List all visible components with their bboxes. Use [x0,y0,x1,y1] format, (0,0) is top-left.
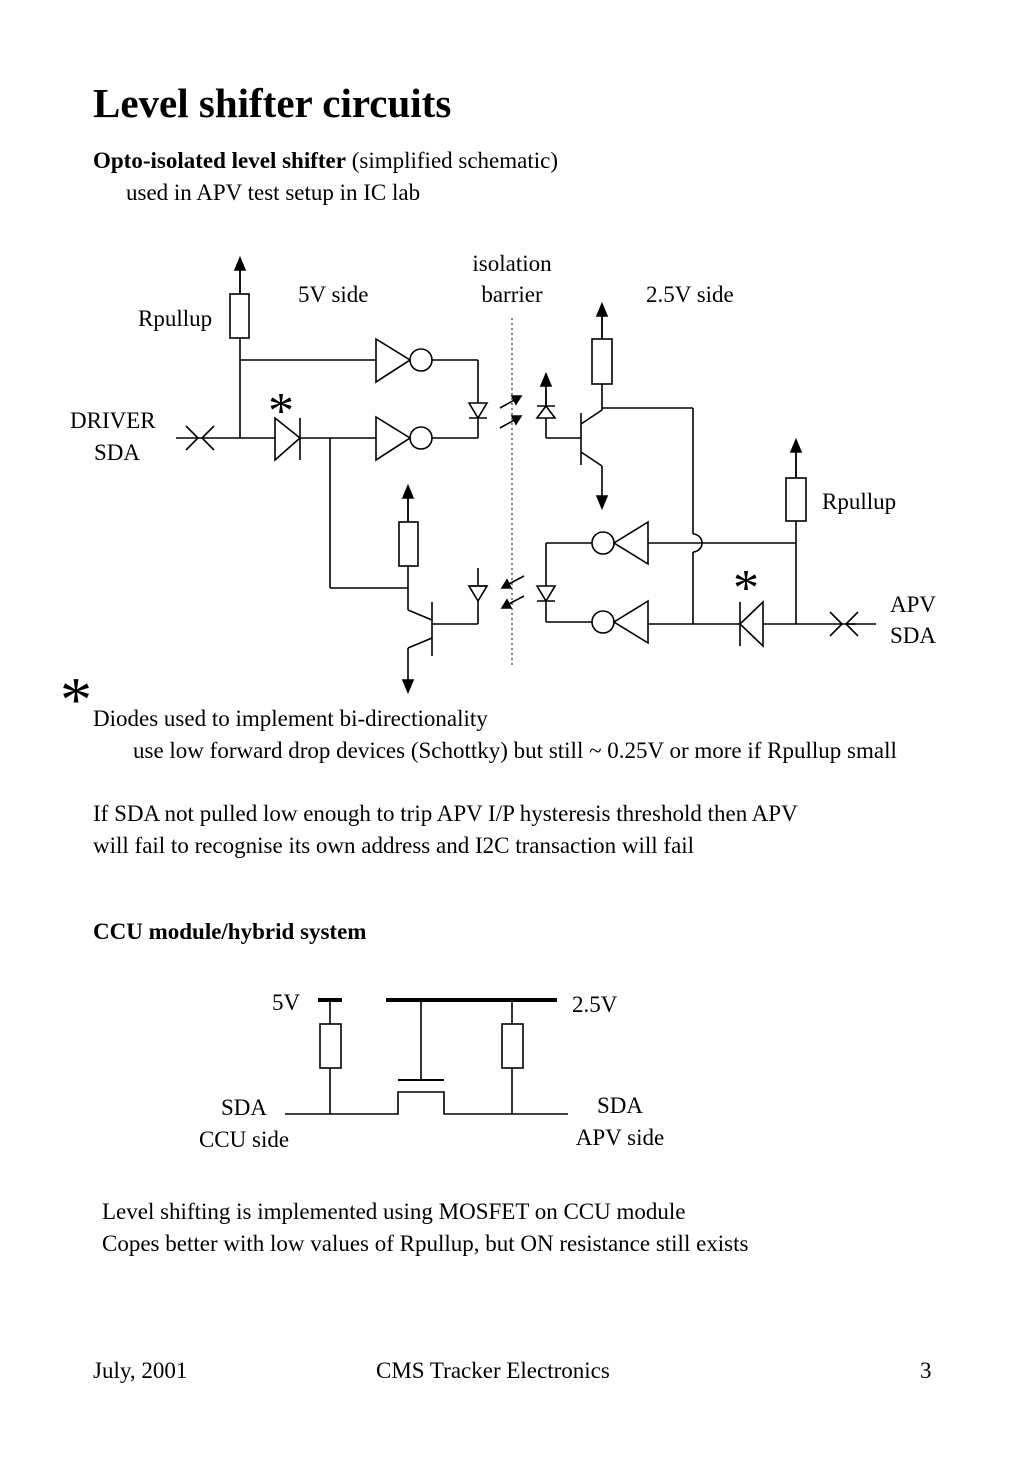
apv-side-label: APV side [576,1125,664,1150]
footer-page-number: 3 [920,1358,932,1383]
section-heading-rest: (simplified schematic) [345,148,559,173]
fail-line-1: If SDA not pulled low enough to trip APV… [93,801,798,826]
diode-star-left: * [268,383,294,440]
v25-label: 2.5V [572,992,618,1017]
fail-line-2: will fail to recognise its own address a… [93,833,695,858]
rpullup-right-label: Rpullup [822,489,896,514]
side-25v-label: 2.5V side [646,282,734,307]
section-heading-ccu: CCU module/hybrid system [93,919,367,944]
rpullup-left-label: Rpullup [138,306,212,331]
diodes-sub: use low forward drop devices (Schottky) … [133,738,897,763]
apv-label-1: APV [890,592,936,617]
side-5v-label: 5V side [298,282,369,307]
driver-label-2: SDA [94,440,140,465]
bottom-line-2: Copes better with low values of Rpullup,… [102,1231,749,1256]
section-heading-opto: Opto-isolated level shifter (simplified … [93,147,558,175]
page-title: Level shifter circuits [93,80,452,126]
footer-center: CMS Tracker Electronics [376,1358,610,1383]
section-heading-bold: Opto-isolated level shifter [93,148,346,173]
v5-label: 5V [272,990,301,1015]
driver-label-1: DRIVER [70,408,156,433]
apv-label-2: SDA [890,623,936,648]
notes-star: * [60,664,92,735]
isolation-label-1: isolation [472,251,552,276]
ccu-side-label: CCU side [199,1127,289,1152]
bottom-line-1: Level shifting is implemented using MOSF… [102,1199,686,1224]
ccu-sda-label: SDA [221,1095,267,1120]
isolation-label-2: barrier [481,282,543,307]
diodes-line: Diodes used to implement bi-directionali… [93,706,488,731]
diode-star-right: * [733,560,759,617]
footer-date: July, 2001 [93,1358,188,1383]
section-subline: used in APV test setup in IC lab [126,180,421,205]
apv-sda-label: SDA [597,1093,643,1118]
